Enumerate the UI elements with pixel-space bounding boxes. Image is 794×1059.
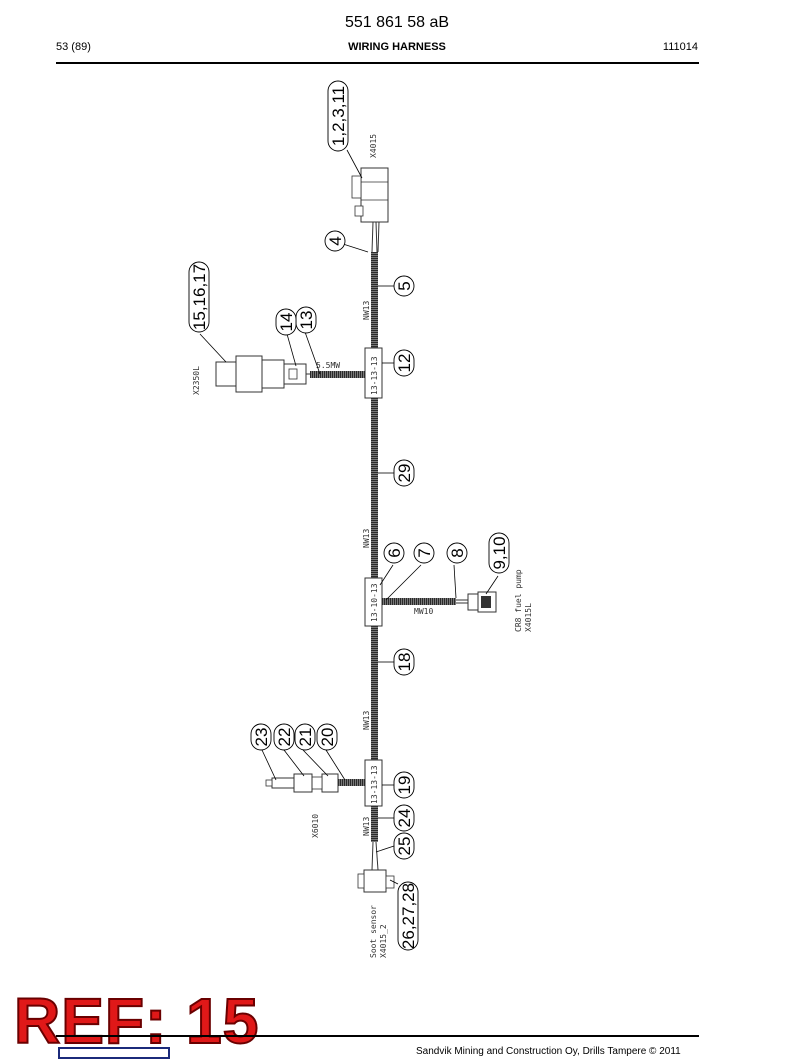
label-nw13-bottom: NW13	[362, 817, 371, 836]
label-branch-6: 13-10-13	[370, 583, 379, 622]
svg-text:29: 29	[395, 464, 414, 483]
svg-text:5: 5	[395, 281, 414, 290]
callout-6: 6	[383, 542, 405, 564]
svg-text:23: 23	[252, 728, 271, 747]
svg-text:1,2,3,11: 1,2,3,11	[329, 86, 348, 146]
label-x6010: X6010	[311, 814, 320, 838]
callout-26-27-28: 26,27,28	[397, 881, 419, 951]
svg-text:24: 24	[395, 809, 414, 828]
connector-x2350	[215, 355, 310, 393]
callout-25: 25	[393, 832, 415, 860]
footer-rule	[56, 1035, 699, 1037]
callout-9-10: 9,10	[488, 532, 510, 574]
callout-23: 23	[250, 723, 272, 751]
svg-text:9,10: 9,10	[490, 536, 509, 569]
callout-4: 4	[324, 230, 346, 252]
svg-text:7: 7	[415, 548, 434, 557]
svg-text:12: 12	[395, 354, 414, 373]
svg-text:22: 22	[275, 728, 294, 747]
svg-text:14: 14	[277, 313, 296, 332]
label-branch-12: 13-13-13	[370, 356, 379, 395]
main-trunk-top	[371, 252, 378, 348]
callout-18: 18	[393, 648, 415, 676]
callout-14: 14	[275, 308, 297, 336]
label-nw13-mid: NW13	[362, 529, 371, 548]
main-trunk-low	[371, 626, 378, 760]
callout-15-16-17: 15,16,17	[188, 261, 210, 333]
main-trunk-mid	[371, 398, 378, 578]
label-fuel-pump: CR8 fuel pump	[514, 569, 523, 632]
label-x4015-2: X4015_2	[379, 924, 388, 958]
callout-19: 19	[393, 771, 415, 799]
callout-5: 5	[393, 275, 415, 297]
callout-13: 13	[295, 306, 317, 334]
svg-text:4: 4	[326, 236, 345, 245]
svg-text:19: 19	[395, 776, 414, 795]
label-nw13-top: NW13	[362, 301, 371, 320]
connector-x6010	[265, 773, 339, 793]
svg-text:21: 21	[296, 728, 315, 747]
callout-24: 24	[393, 804, 415, 832]
svg-text:20: 20	[318, 728, 337, 747]
page-number: 53 (89)	[56, 41, 91, 53]
callout-1-2-3-11: 1,2,3,11	[327, 80, 349, 152]
label-5-5mw: 5.5MW	[316, 361, 340, 370]
connector-soot-sensor	[357, 841, 395, 893]
document-number: 551 861 58 aB	[344, 14, 450, 31]
connector-x4015	[351, 167, 389, 253]
callout-7: 7	[413, 542, 435, 564]
label-mw10: MW10	[414, 607, 433, 616]
svg-text:13: 13	[297, 311, 316, 330]
label-x2350: X2350L	[192, 366, 201, 395]
footer-copyright: Sandvik Mining and Construction Oy, Dril…	[416, 1046, 681, 1057]
callout-8: 8	[446, 542, 468, 564]
label-x4015: X4015	[369, 134, 378, 158]
svg-text:8: 8	[448, 548, 467, 557]
date-code: 111014	[662, 41, 698, 53]
svg-text:18: 18	[395, 653, 414, 672]
label-x4015l: X4015L	[524, 603, 533, 632]
sandvik-logo	[58, 1047, 170, 1059]
branch-to-x6010	[338, 779, 365, 786]
callout-29: 29	[393, 459, 415, 487]
header-rule	[56, 62, 699, 64]
label-nw13-low: NW13	[362, 711, 371, 730]
svg-text:25: 25	[395, 837, 414, 856]
callout-20: 20	[316, 723, 338, 751]
label-soot-sensor: Soot sensor	[369, 905, 378, 958]
main-trunk-bottom	[371, 806, 378, 842]
branch-to-fuel-pump	[382, 598, 456, 605]
ref-stamp: REF: 15	[13, 984, 260, 1058]
branch-to-x2350	[310, 371, 365, 378]
svg-text:26,27,28: 26,27,28	[399, 883, 418, 949]
callout-12: 12	[393, 349, 415, 377]
svg-text:15,16,17: 15,16,17	[190, 264, 209, 330]
callout-21: 21	[294, 723, 316, 751]
connector-fuel-pump	[456, 591, 497, 613]
page-title: WIRING HARNESS	[348, 41, 446, 53]
svg-text:6: 6	[385, 548, 404, 557]
callout-22: 22	[273, 723, 295, 751]
label-branch-19: 13-13-13	[370, 765, 379, 804]
